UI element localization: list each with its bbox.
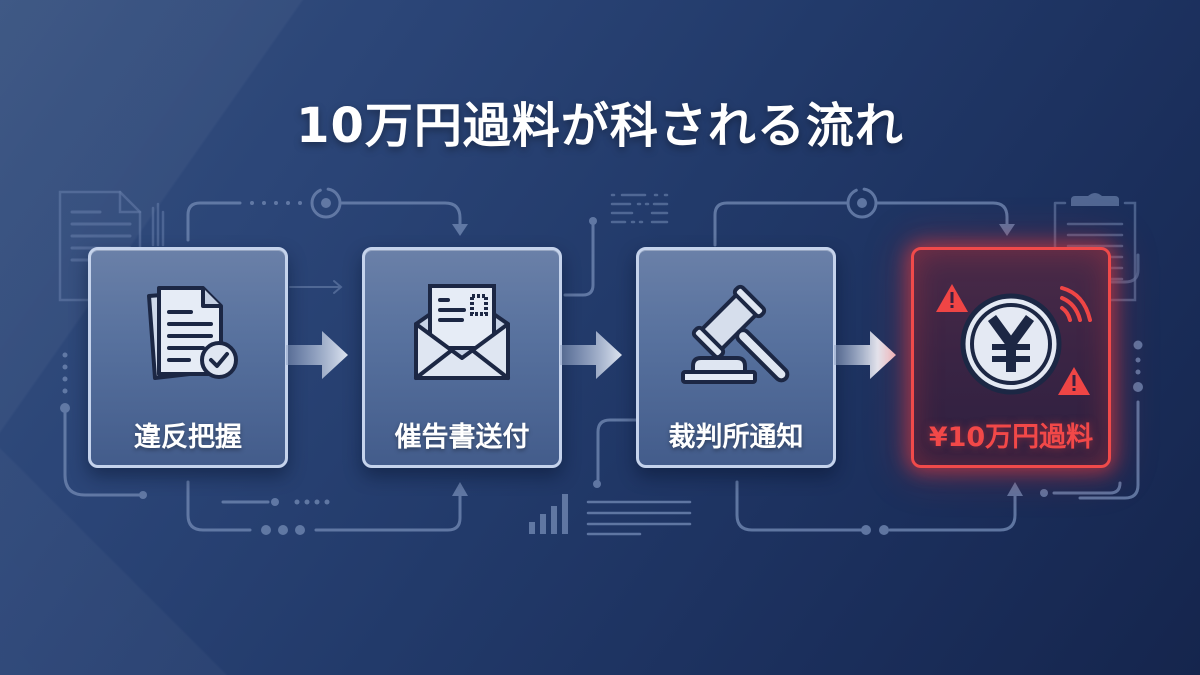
step-violation-detected: 違反把握 xyxy=(88,247,288,468)
warning-icon xyxy=(1058,367,1090,395)
step-notice-sent: 催告書送付 xyxy=(362,247,562,468)
step-court-notified: 裁判所通知 xyxy=(636,247,836,468)
arrow-right-icon xyxy=(834,331,896,379)
envelope-letter-icon xyxy=(365,272,559,402)
yen-coin-warning-icon xyxy=(914,272,1108,402)
signal-icon xyxy=(1060,286,1092,322)
step-label: 違反把握 xyxy=(134,422,242,453)
step-label: 催告書送付 xyxy=(394,422,530,453)
step-label: ¥10万円過料 xyxy=(928,422,1094,453)
page-title: 10万円過料が科される流れ xyxy=(296,98,904,154)
step-label: 裁判所通知 xyxy=(668,422,804,453)
warning-icon xyxy=(936,284,968,312)
document-check-icon xyxy=(91,272,285,402)
arrow-right-icon xyxy=(560,331,622,379)
step-fine-imposed: ¥10万円過料 xyxy=(911,247,1111,468)
arrow-right-icon xyxy=(286,331,348,379)
gavel-icon xyxy=(639,272,833,402)
